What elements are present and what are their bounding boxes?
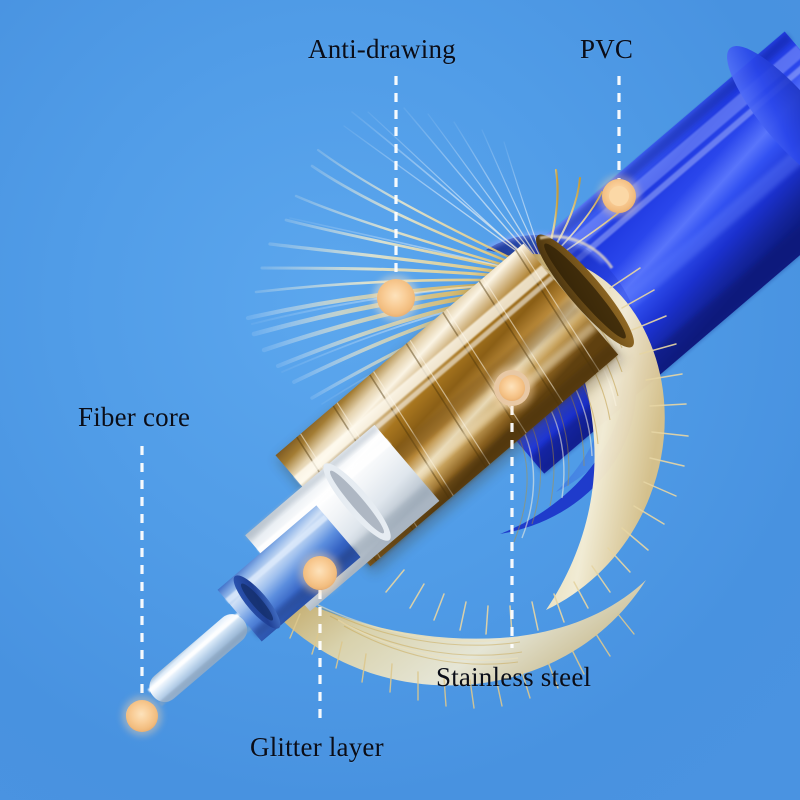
marker-anti-drawing[interactable] [373,275,419,321]
leader-lines [140,76,621,722]
label-fiber-core: Fiber core [78,402,191,432]
label-stainless-steel: Stainless steel [436,662,592,692]
callout-markers [122,175,640,736]
label-pvc: PVC [580,34,634,64]
label-anti-drawing: Anti-drawing [308,34,456,64]
label-glitter-layer: Glitter layer [250,732,384,762]
marker-pvc[interactable] [598,175,640,217]
marker-glitter-layer[interactable] [299,552,341,594]
marker-fiber-core[interactable] [122,696,162,736]
marker-stainless-steel[interactable] [490,366,534,410]
